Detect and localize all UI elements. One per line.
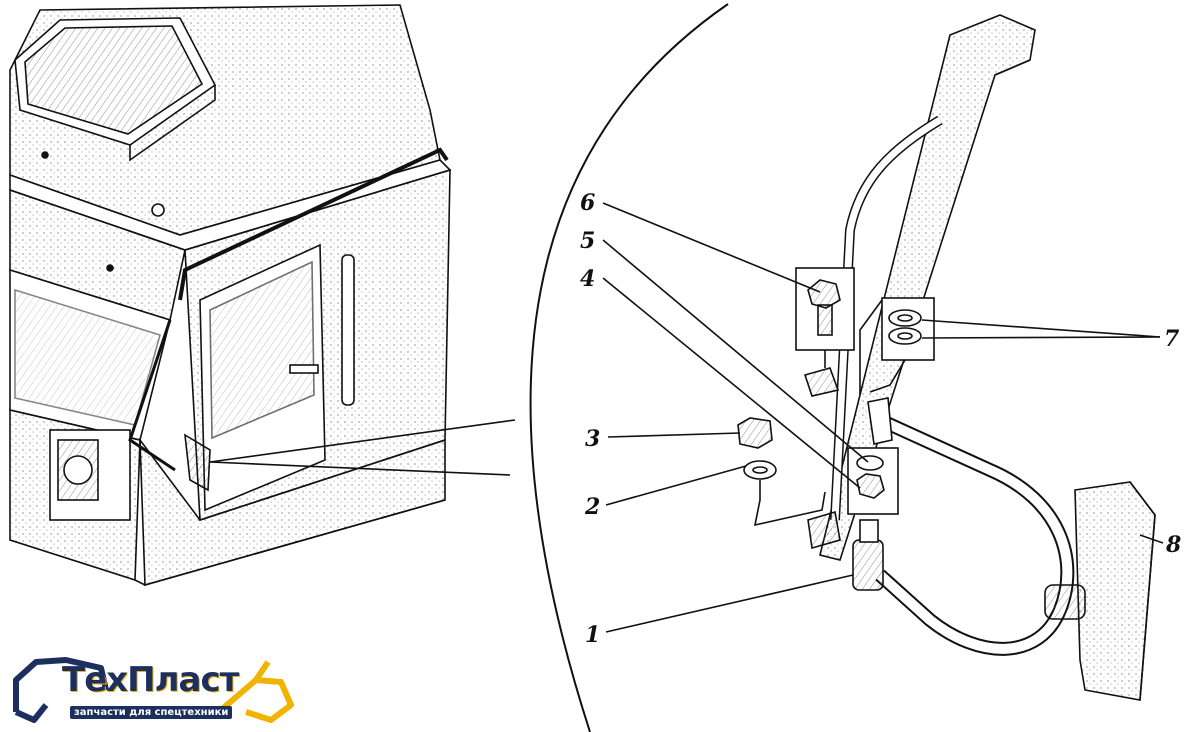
zoom-leader-lines: [209, 419, 516, 476]
brand-subtitle: запчасти для спецтехники: [70, 706, 233, 719]
callout-label-2: 2: [584, 494, 600, 520]
mirror-assembly-detail: [737, 14, 1156, 701]
cab-illustration: [9, 4, 452, 587]
brand-logo: ТехПласт запчасти для спецтехники: [6, 650, 306, 730]
callout-label-7: 7: [1164, 326, 1180, 352]
callout-label-4: 4: [580, 266, 595, 292]
callout-label-8: 8: [1165, 532, 1181, 558]
callout-label-6: 6: [580, 190, 595, 216]
zoom-circle-arc: [529, 3, 729, 732]
excavator-logo-icon: [13, 657, 294, 723]
brand-name: ТехПласт: [62, 660, 239, 700]
callout-leaders: [602, 202, 1164, 633]
callout-label-3: 3: [585, 426, 600, 452]
callout-label-5: 5: [580, 228, 595, 254]
callout-label-1: 1: [585, 622, 600, 648]
